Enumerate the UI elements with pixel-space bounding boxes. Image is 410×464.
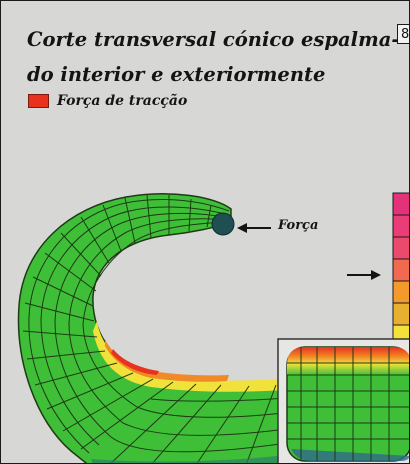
legend: Força de tracção	[28, 92, 187, 110]
figure-title: Corte transversal cónico espalma- do int…	[27, 22, 400, 92]
stress-band-red	[111, 349, 159, 375]
bottom-band	[91, 453, 301, 463]
force-arrow	[237, 223, 271, 233]
mesh-body	[17, 193, 302, 463]
mesh-outline	[17, 193, 302, 463]
legend-swatch-red	[28, 94, 49, 108]
inset-cross-section	[277, 338, 409, 463]
mesh-lines	[22, 194, 302, 463]
title-line-2: do interior e exteriormente	[27, 63, 326, 86]
title-line-1: Corte transversal cónico espalma-	[27, 28, 400, 51]
scale-arrow	[347, 270, 381, 280]
color-scale	[392, 192, 409, 348]
legend-label: Força de tracção	[57, 93, 188, 109]
stress-band-orange	[105, 339, 229, 382]
page-number: 8	[397, 24, 409, 44]
force-label: Força	[278, 218, 319, 233]
force-node	[211, 212, 235, 236]
